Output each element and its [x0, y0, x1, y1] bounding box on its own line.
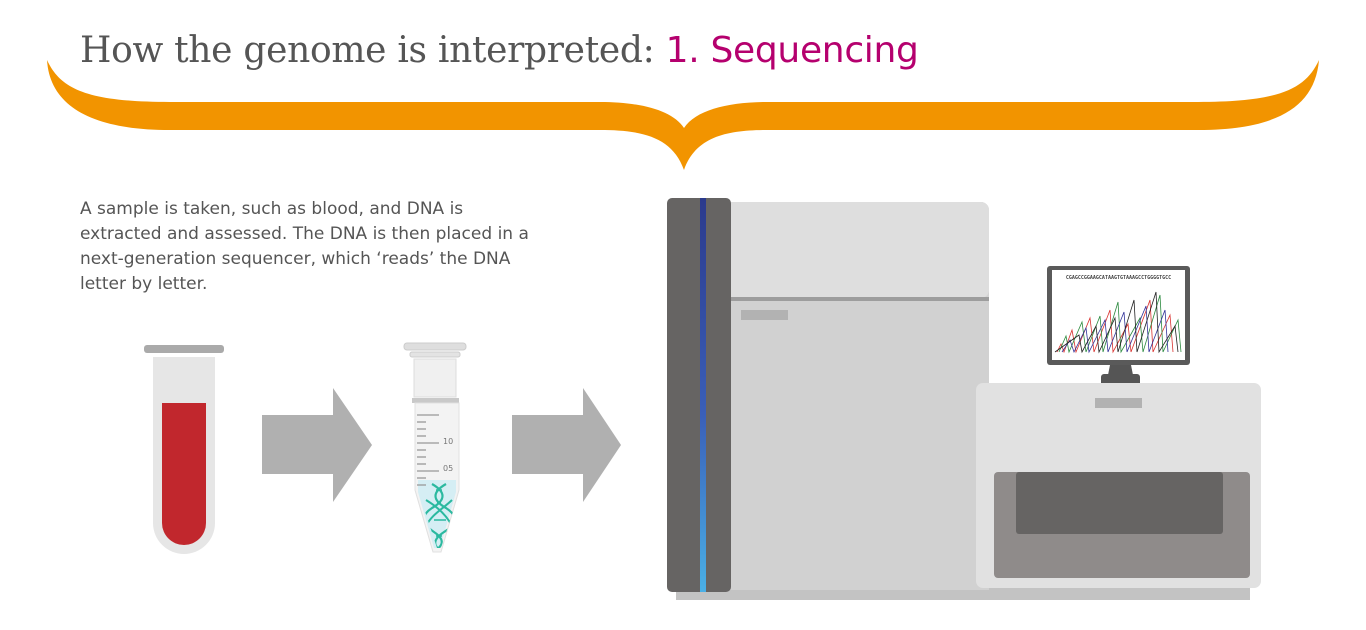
machine-drawer-slot [1016, 472, 1223, 534]
tube-graduations [417, 414, 439, 486]
description-text: A sample is taken, such as blood, and DN… [80, 199, 529, 294]
machine-status-stripe [700, 198, 706, 592]
machine-handle [741, 310, 788, 320]
machine-left-panel [667, 198, 731, 592]
page-title: How the genome is interpreted: 1. Sequen… [80, 30, 919, 71]
chromatogram-traces [1054, 291, 1182, 354]
dna-sample-tube: 10 05 [403, 342, 467, 553]
dna-tube-collar [413, 358, 457, 398]
dna-tube-lid [403, 342, 467, 351]
arrow-right-icon-2 [512, 388, 621, 502]
sequence-readout: CGAGCCGGAAGCATAAGTGTAAAGCCTGGGGTGCC [1066, 275, 1171, 281]
machine-panel-seam [725, 297, 989, 301]
tube-mark-10: 10 [443, 437, 453, 446]
sequencer-machine: CGAGCCGGAAGCATAAGTGTAAAGCCTGGGGTGCC [667, 198, 1261, 600]
blood-test-tube [144, 345, 224, 554]
title-main: How the genome is interpreted: [80, 30, 666, 71]
machine-tower-lower [725, 301, 989, 590]
monitor: CGAGCCGGAAGCATAAGTGTAAAGCCTGGGGTGCC [1047, 266, 1190, 386]
machine-tower-top [725, 202, 989, 298]
dna-tube-rim [412, 398, 459, 403]
arrow-right-icon [262, 388, 372, 502]
blood-tube-cap [144, 345, 224, 353]
blood-sample [162, 403, 206, 545]
dna-tube-lid-ring [409, 351, 461, 358]
module-handle [1095, 398, 1142, 408]
title-accent: 1. Sequencing [665, 30, 919, 71]
curly-brace [47, 60, 1319, 170]
tube-mark-05: 05 [443, 464, 453, 473]
